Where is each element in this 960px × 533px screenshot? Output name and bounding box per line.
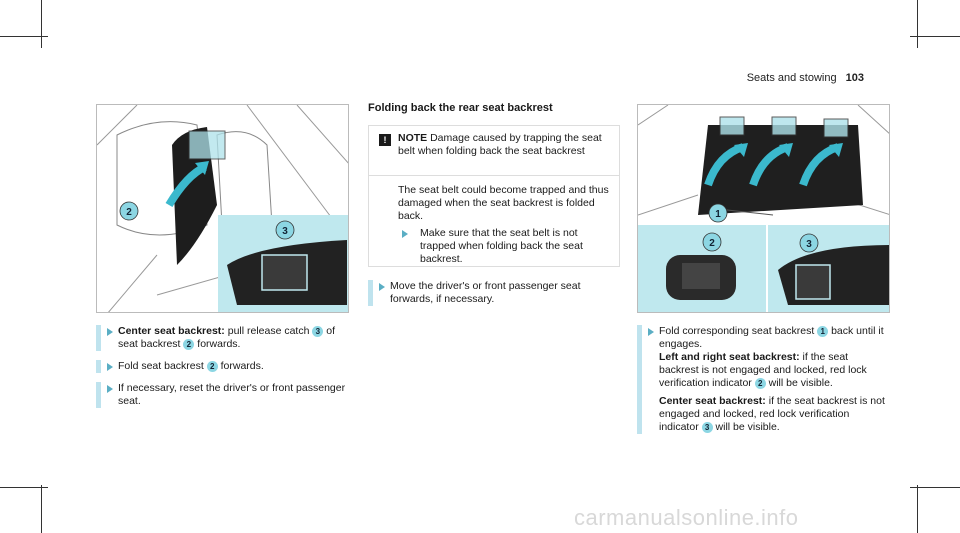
callout-badge: 3 (701, 422, 713, 433)
instruction-step: Move the driver's or front passenger sea… (368, 280, 620, 306)
note-step: Make sure that the seat belt is not trap… (398, 227, 613, 266)
step-text: pull release catch (224, 325, 313, 337)
crop-mark (0, 36, 48, 37)
arrow-icon (402, 230, 408, 238)
arrow-icon (379, 283, 385, 291)
callout-badge: 2 (183, 339, 195, 350)
step-text: forwards. (194, 338, 241, 350)
step-intro: Fold corresponding seat backrest 1 back … (659, 325, 890, 351)
callout-2: 2 (709, 238, 715, 249)
illustration-center-backrest: 2 3 (96, 104, 349, 313)
callout-3: 3 (282, 226, 288, 237)
warning-icon: ! (379, 134, 391, 146)
step-text: of seat backrest (118, 325, 336, 350)
crop-mark (910, 487, 960, 488)
middle-instructions: Move the driver's or front passenger sea… (368, 280, 620, 315)
callout-2: 2 (126, 207, 132, 218)
instruction-step: Center seat backrest: pull release catch… (96, 325, 349, 351)
step-bar (637, 325, 642, 434)
step-text: will be visible. (712, 421, 780, 433)
watermark: carmanualsonline.info (574, 505, 799, 530)
instruction-step: Fold seat backrest 2 forwards. (96, 360, 349, 373)
page-number: 103 (845, 72, 864, 84)
callout-badge: 3 (312, 326, 324, 337)
running-header: Seats and stowing 103 (747, 72, 864, 84)
instruction-step: If necessary, reset the driver's or fron… (96, 382, 349, 408)
callout-1: 1 (715, 209, 721, 220)
crop-mark (0, 487, 48, 488)
crop-mark (917, 0, 918, 48)
instruction-step: Fold corresponding seat backrest 1 back … (637, 325, 890, 434)
arrow-icon (107, 363, 113, 371)
step-text: if the seat backrest is not engaged and … (659, 395, 885, 433)
arrow-icon (107, 385, 113, 393)
step-text: Move the driver's or front passenger sea… (390, 280, 581, 305)
note-title-text: Damage caused by trapping the seat belt … (398, 132, 602, 157)
step-bar (96, 382, 101, 408)
note-box: ! NOTE Damage caused by trapping the sea… (368, 125, 620, 267)
step-text: forwards. (217, 360, 264, 372)
step-bold: Center seat backrest: (118, 325, 225, 337)
arrow-icon (107, 328, 113, 336)
note-body: The seat belt could become trapped and t… (398, 184, 609, 222)
step-text: Fold seat backrest (118, 360, 207, 372)
step-bold: Left and right seat backrest: (659, 351, 800, 363)
step-bar (96, 360, 101, 373)
section-title: Folding back the rear seat backrest (368, 102, 553, 114)
illustration-rear-seat: 1 2 3 (637, 104, 890, 313)
callout-3: 3 (806, 239, 812, 250)
step-text: If necessary, reset the driver's or fron… (118, 382, 346, 407)
arrow-icon (648, 328, 654, 336)
step-text: will be visible. (765, 377, 833, 389)
callout-badge: 2 (206, 361, 218, 372)
crop-mark (917, 485, 918, 533)
step-text: if the seat backrest is not engaged and … (659, 351, 867, 389)
crop-mark (910, 36, 960, 37)
section-name: Seats and stowing (746, 72, 837, 84)
left-instructions: Center seat backrest: pull release catch… (96, 325, 349, 417)
note-step-text: Make sure that the seat belt is not trap… (420, 227, 583, 265)
note-title: NOTE Damage caused by trapping the seat … (398, 132, 613, 158)
callout-badge: 2 (754, 378, 766, 389)
step-text: Fold corresponding seat backrest (659, 325, 818, 337)
note-header: ! NOTE Damage caused by trapping the sea… (369, 126, 619, 176)
callout-badge: 1 (817, 326, 829, 337)
crop-mark (41, 485, 42, 533)
step-bold: Center seat backrest: (659, 395, 766, 407)
step-bar (96, 325, 101, 351)
center-note: Center seat backrest: if the seat backre… (659, 395, 890, 434)
left-right-note: Left and right seat backrest: if the sea… (659, 351, 890, 390)
note-label: NOTE (398, 132, 428, 144)
right-instructions: Fold corresponding seat backrest 1 back … (637, 325, 890, 434)
crop-mark (41, 0, 42, 48)
step-text: back until it engages. (659, 325, 884, 350)
step-bar (368, 280, 373, 306)
